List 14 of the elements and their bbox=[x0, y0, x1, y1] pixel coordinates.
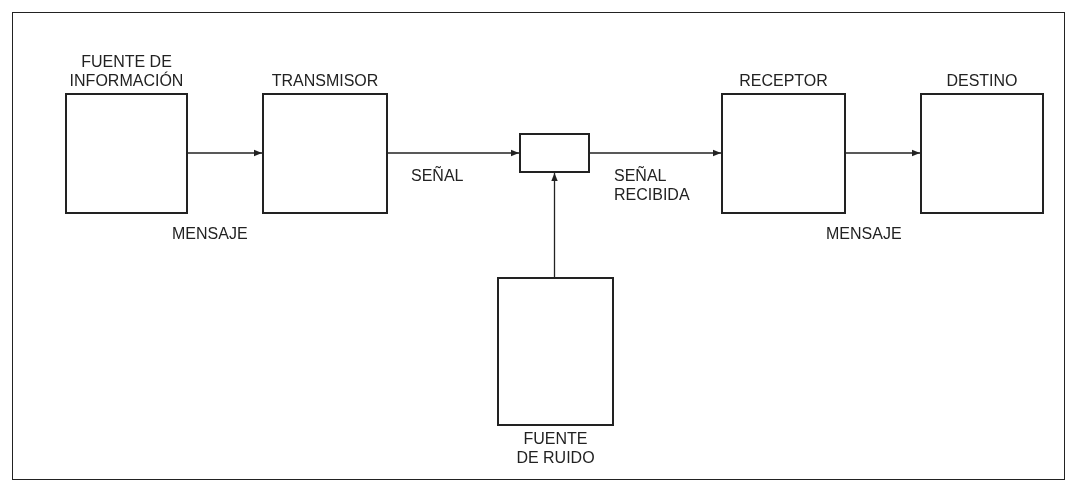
arrow bbox=[551, 172, 558, 278]
arrow bbox=[589, 149, 722, 157]
block-title: FUENTE DE RUIDO bbox=[515, 429, 596, 467]
arrow bbox=[387, 149, 520, 157]
signal-label: SEÑAL RECIBIDA bbox=[614, 166, 691, 204]
signal-label: MENSAJE bbox=[826, 224, 903, 243]
block-title: FUENTE DE INFORMACIÓN bbox=[68, 52, 185, 90]
block-title: RECEPTOR bbox=[738, 71, 829, 90]
arrow bbox=[187, 149, 263, 157]
block-title: DESTINO bbox=[945, 71, 1019, 90]
block-title: TRANSMISOR bbox=[270, 71, 380, 90]
arrow bbox=[845, 149, 921, 157]
signal-label: SEÑAL bbox=[411, 166, 465, 185]
signal-label: MENSAJE bbox=[172, 224, 249, 243]
